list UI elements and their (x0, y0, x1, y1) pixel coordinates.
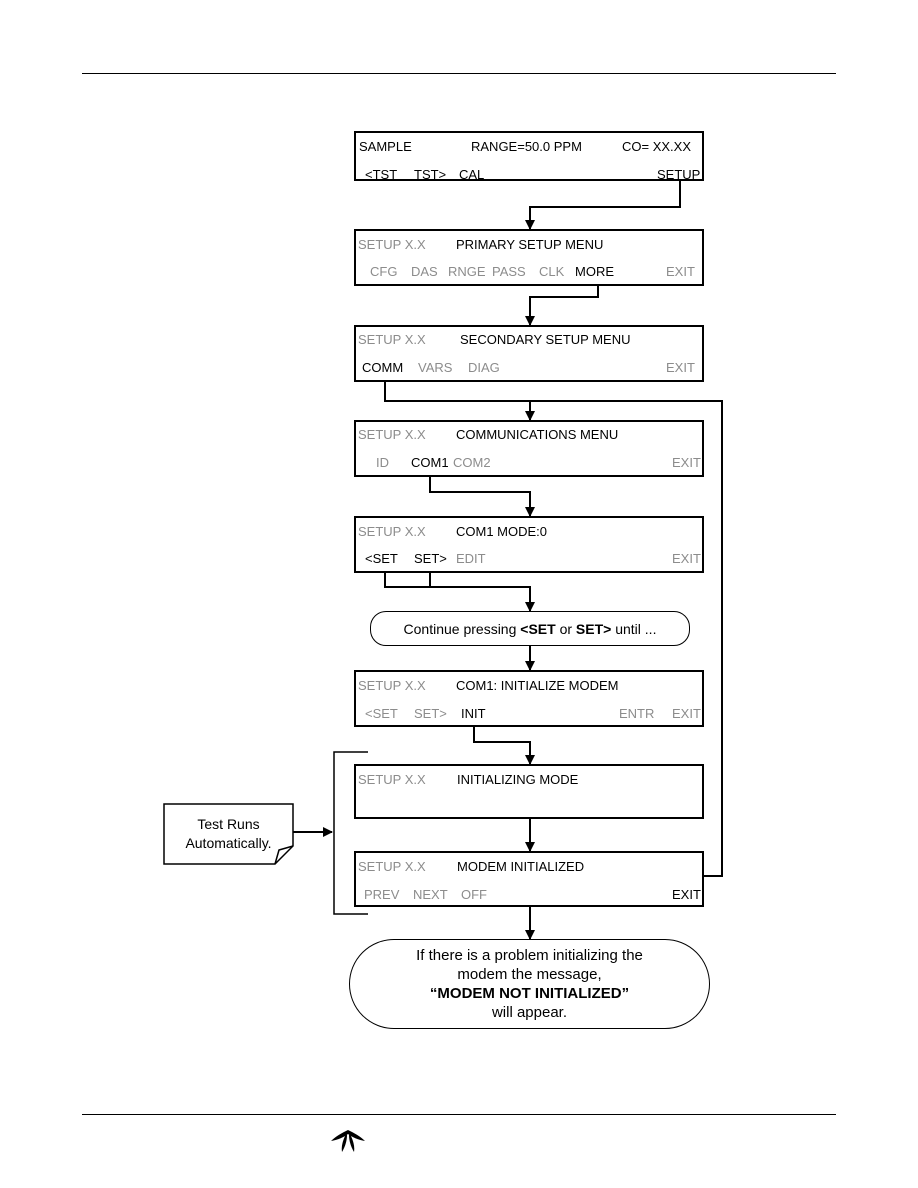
logo-icon (331, 1130, 365, 1152)
setup-button[interactable]: SETUP (657, 167, 701, 182)
test-note: Test Runs Automatically. (164, 815, 293, 853)
screen-primary-setup: SETUP X.X PRIMARY SETUP MENU CFG DAS RNG… (354, 229, 704, 286)
menu-title: INITIALIZING MODE (457, 772, 579, 787)
id-button[interactable]: ID (376, 455, 389, 470)
cal-button[interactable]: CAL (459, 167, 485, 182)
continue-set-forward: SET> (575, 621, 612, 637)
arrow-more-to-secondary (525, 277, 599, 326)
result-line3: “MODEM NOT INITIALIZED” (429, 985, 630, 1002)
result-line2: modem the message, (457, 966, 602, 983)
arrow-com1-to-mode (429, 469, 535, 517)
screen-secondary-setup: SETUP X.X SECONDARY SETUP MENU COMM VARS… (354, 325, 704, 382)
exit-return-line (530, 400, 723, 877)
set-back-button[interactable]: <SET (365, 706, 398, 721)
screen-title-left: SETUP X.X (358, 237, 426, 252)
comm-button[interactable]: COMM (362, 360, 404, 375)
exit-button[interactable]: EXIT (672, 455, 701, 470)
screen-com1-mode: SETUP X.X COM1 MODE:0 <SET SET> EDIT EXI… (354, 516, 704, 573)
vars-button[interactable]: VARS (418, 360, 453, 375)
screen-title-left: SAMPLE (359, 139, 412, 154)
screen-communications: SETUP X.X COMMUNICATIONS MENU ID COM1 CO… (354, 420, 704, 477)
screen-title-left: SETUP X.X (358, 772, 426, 787)
next-button[interactable]: NEXT (413, 887, 448, 902)
menu-title: PRIMARY SETUP MENU (456, 237, 604, 252)
screen-title-left: SETUP X.X (358, 524, 426, 539)
result-note: If there is a problem initializing the m… (349, 939, 710, 1029)
arrow-set-to-continue (384, 564, 535, 612)
continue-text-1: Continue pressing (403, 621, 521, 637)
off-button[interactable]: OFF (461, 887, 487, 902)
exit-button[interactable]: EXIT (672, 551, 701, 566)
footer-rule (82, 1114, 836, 1115)
concentration-readout: CO= XX.XX (622, 139, 691, 154)
screen-title-left: SETUP X.X (358, 678, 426, 693)
arrow-comm-to-comm-menu (384, 375, 535, 421)
header-rule (82, 73, 836, 74)
com1-button[interactable]: COM1 (411, 455, 449, 470)
screen-initializing: SETUP X.X INITIALIZING MODE (354, 764, 704, 819)
screen-sample: SAMPLE RANGE=50.0 PPM CO= XX.XX <TST TST… (354, 131, 704, 182)
diag-button[interactable]: DIAG (468, 360, 500, 375)
test-note-shape (163, 803, 294, 865)
menu-title: COM1 MODE:0 (456, 524, 548, 539)
cfg-button[interactable]: CFG (370, 264, 398, 279)
entr-button[interactable]: ENTR (619, 706, 655, 721)
das-button[interactable]: DAS (411, 264, 438, 279)
test-note-line1: Test Runs (197, 816, 260, 832)
init-button[interactable]: INIT (461, 706, 486, 721)
pass-button[interactable]: PASS (492, 264, 526, 279)
screen-title-left: SETUP X.X (358, 332, 426, 347)
arrow-setup-to-primary (525, 181, 681, 230)
exit-button[interactable]: EXIT (666, 264, 695, 279)
set-forward-button[interactable]: SET> (414, 706, 447, 721)
menu-title: COM1: INITIALIZE MODEM (456, 678, 619, 693)
screen-modem-initialized: SETUP X.X MODEM INITIALIZED PREV NEXT OF… (354, 851, 704, 907)
continue-text-2: or (555, 621, 576, 637)
exit-button[interactable]: EXIT (672, 887, 701, 902)
menu-title: COMMUNICATIONS MENU (456, 427, 619, 442)
exit-button[interactable]: EXIT (672, 706, 701, 721)
continue-set-back: <SET (520, 621, 556, 637)
result-line1: If there is a problem initializing the (416, 947, 643, 964)
continue-note: Continue pressing <SET or SET> until ... (370, 611, 690, 646)
more-button[interactable]: MORE (575, 264, 614, 279)
arrow-init-to-initializing (473, 720, 535, 765)
set-back-button[interactable]: <SET (365, 551, 398, 566)
test-note-line2: Automatically. (185, 835, 272, 851)
screen-initialize-modem: SETUP X.X COM1: INITIALIZE MODEM <SET SE… (354, 670, 704, 727)
menu-title: MODEM INITIALIZED (457, 859, 585, 874)
exit-button[interactable]: EXIT (666, 360, 695, 375)
set-forward-button[interactable]: SET> (414, 551, 447, 566)
com2-button[interactable]: COM2 (453, 455, 491, 470)
result-line4: will appear. (491, 1004, 568, 1021)
range-readout: RANGE=50.0 PPM (471, 139, 582, 154)
prev-button[interactable]: PREV (364, 887, 400, 902)
tst-back-button[interactable]: <TST (365, 167, 398, 182)
rnge-button[interactable]: RNGE (448, 264, 486, 279)
menu-title: SECONDARY SETUP MENU (460, 332, 631, 347)
continue-text-3: until ... (611, 621, 657, 637)
clk-button[interactable]: CLK (539, 264, 565, 279)
tst-forward-button[interactable]: TST> (414, 167, 447, 182)
screen-title-left: SETUP X.X (358, 859, 426, 874)
screen-title-left: SETUP X.X (358, 427, 426, 442)
edit-button[interactable]: EDIT (456, 551, 486, 566)
test-bracket (333, 751, 368, 915)
